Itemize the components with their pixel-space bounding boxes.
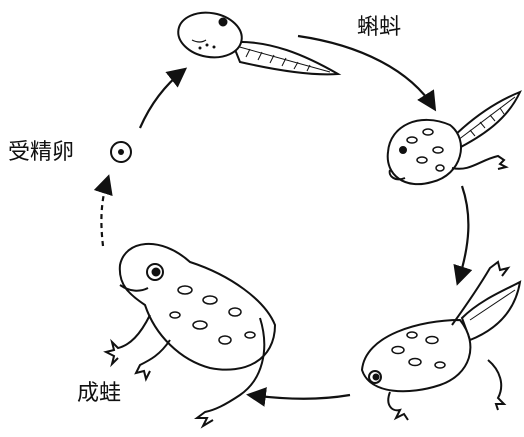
tadpole-with-legs-icon xyxy=(386,90,522,186)
adult-frog-icon xyxy=(103,242,277,429)
arrow-adult-to-egg-dashed xyxy=(93,174,113,247)
label-adult-frog: 成蛙 xyxy=(77,381,122,406)
arrow-egg-to-tadpole xyxy=(138,67,188,129)
arrow-legged-tadpole-to-froglet xyxy=(453,185,473,286)
label-tadpole: 蝌蚪 xyxy=(357,15,402,40)
froglet-icon xyxy=(360,260,522,421)
tadpole-young-icon xyxy=(177,11,342,76)
label-fertilized-egg: 受精卵 xyxy=(8,140,75,165)
fertilized-egg-icon xyxy=(110,141,132,163)
arrow-tadpole-to-legged-tadpole xyxy=(297,34,437,112)
arrow-froglet-to-adult xyxy=(246,387,351,407)
